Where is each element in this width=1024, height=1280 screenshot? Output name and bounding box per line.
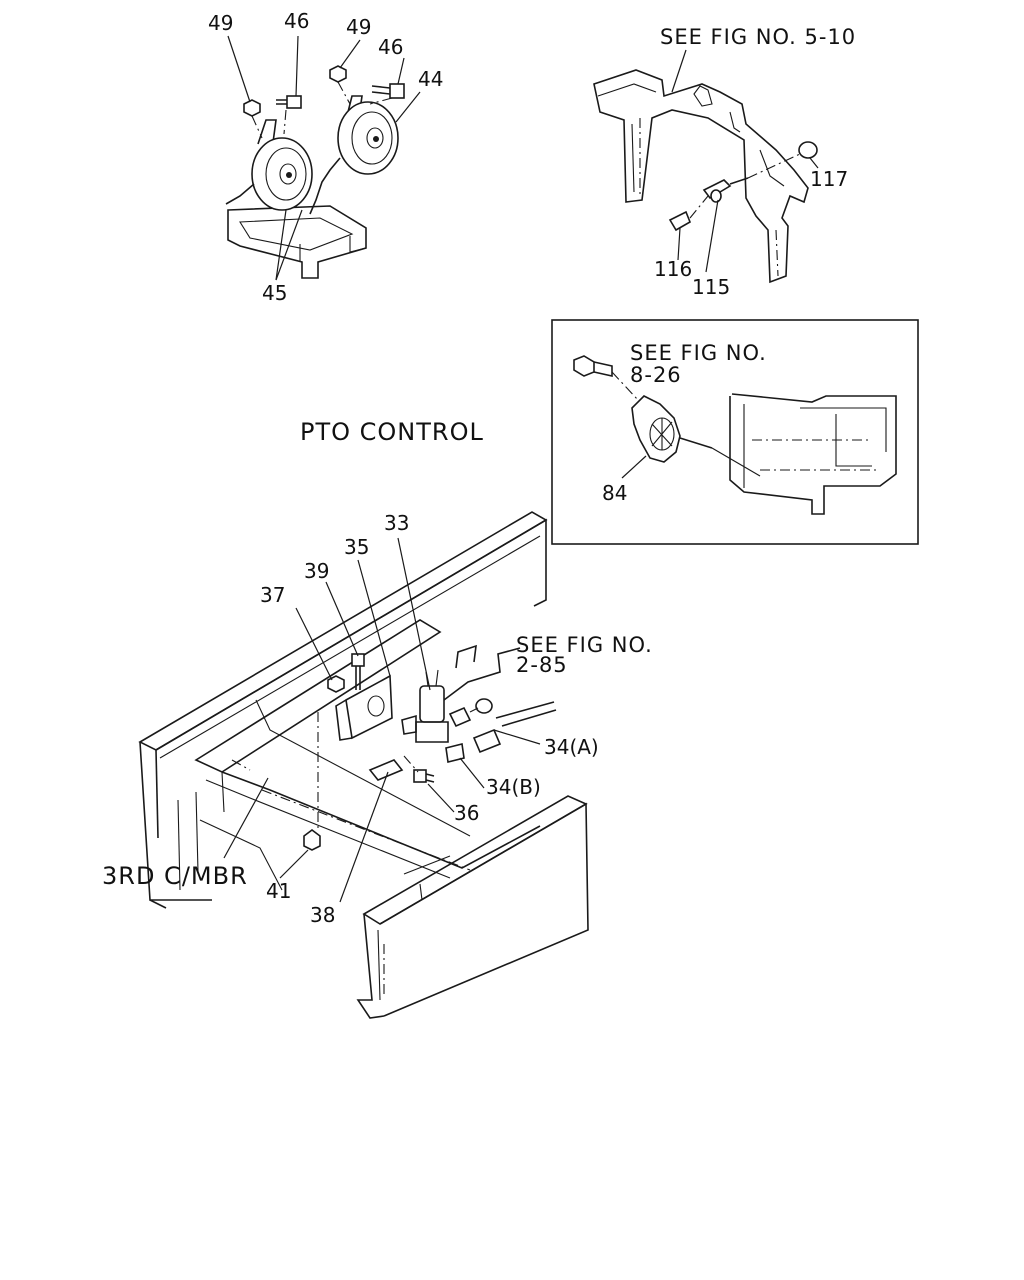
callout-33: 33	[384, 511, 409, 535]
detail-box-bracket-84	[551, 319, 919, 545]
pto-frame-assembly	[138, 511, 589, 1019]
callout-34a: 34(A)	[544, 735, 599, 759]
note-see-fig-2-85-line2: 2-85	[516, 653, 568, 677]
callout-34b: 34(B)	[486, 775, 541, 799]
callout-36: 36	[454, 801, 479, 825]
pto-control-title: PTO CONTROL	[300, 418, 484, 446]
note-see-fig-8-26-line1: SEE FIG NO.	[630, 341, 767, 365]
callout-39: 39	[304, 559, 329, 583]
callout-38: 38	[310, 903, 335, 927]
note-see-fig-8-26-line2: 8-26	[630, 363, 682, 387]
callout-49b: 49	[346, 15, 371, 39]
callout-49a: 49	[208, 11, 233, 35]
callout-41: 41	[266, 879, 291, 903]
callout-46b: 46	[378, 35, 403, 59]
note-see-fig-5-10: SEE FIG NO. 5-10	[660, 25, 856, 49]
callout-35: 35	[344, 535, 369, 559]
pto-valve-assembly	[223, 537, 557, 903]
frame-bracket-assembly	[593, 49, 819, 284]
callout-44: 44	[418, 67, 443, 91]
callout-46a: 46	[284, 9, 309, 33]
callout-117: 117	[810, 167, 848, 191]
note-see-fig-2-85-line1: SEE FIG NO.	[516, 633, 653, 657]
third-cross-member-label: 3RD C/MBR	[102, 862, 248, 890]
callout-37: 37	[260, 583, 285, 607]
callout-116: 116	[654, 257, 692, 281]
callout-45: 45	[262, 281, 287, 305]
callout-84: 84	[602, 481, 627, 505]
horn-assembly	[225, 35, 421, 281]
callout-115: 115	[692, 275, 730, 299]
